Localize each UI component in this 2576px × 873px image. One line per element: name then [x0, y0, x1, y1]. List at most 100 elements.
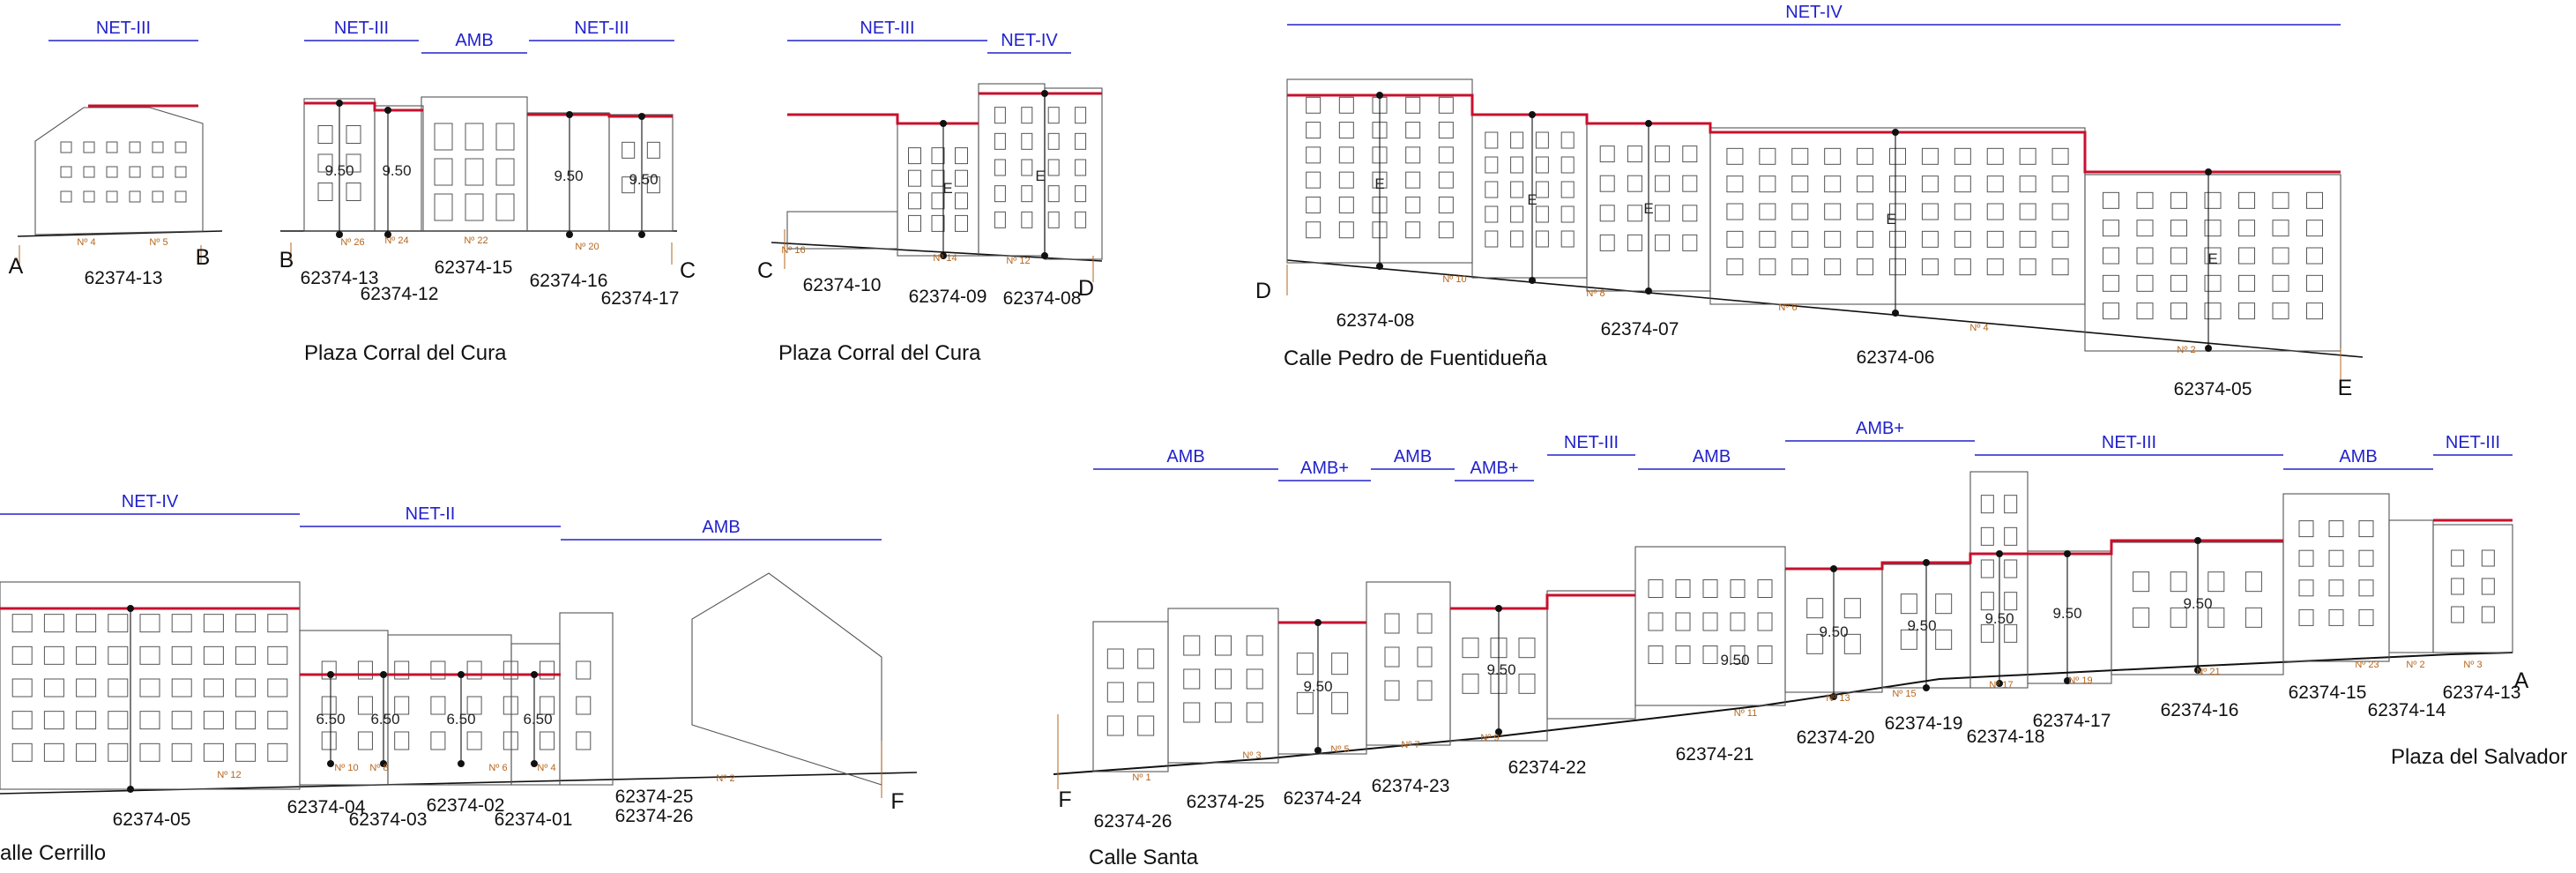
window [2136, 274, 2154, 292]
window [2204, 220, 2222, 237]
window [171, 742, 192, 762]
parcel-label: 62374-18 [1967, 727, 2045, 747]
window [2133, 607, 2150, 628]
street_number-label: Nº 14 [933, 253, 957, 264]
height-label: 6.50 [370, 711, 399, 728]
window [321, 731, 337, 750]
survey-point [336, 231, 343, 238]
window [1075, 185, 1087, 203]
window [2481, 578, 2495, 595]
street_number-label: Nº 4 [77, 237, 95, 248]
window [1791, 147, 1809, 165]
window [1791, 258, 1809, 276]
window [1726, 175, 1744, 193]
window [1405, 171, 1421, 189]
survey-point [127, 605, 134, 612]
parcel-label: 62374-15 [2289, 683, 2367, 703]
window [2170, 191, 2187, 209]
window [1510, 230, 1524, 248]
window [1384, 613, 1400, 634]
window [108, 678, 129, 698]
window [576, 660, 592, 680]
window [1921, 203, 1939, 220]
window [1075, 211, 1087, 228]
window [1702, 612, 1718, 631]
survey-point [380, 760, 387, 767]
window [495, 123, 515, 151]
window [1986, 258, 2004, 276]
zone-label: NET-II [406, 504, 456, 524]
window [955, 214, 968, 232]
parcel-label: 62374-14 [2368, 700, 2446, 720]
window [106, 166, 118, 178]
survey-point [384, 231, 391, 238]
window [1954, 203, 1971, 220]
window [171, 678, 192, 698]
window [1075, 107, 1087, 124]
survey-point [2194, 537, 2201, 544]
window [1599, 234, 1615, 251]
zone-label: AMB [1394, 447, 1432, 466]
window [2272, 220, 2289, 237]
window [2238, 220, 2255, 237]
height-label: 9.50 [629, 171, 658, 188]
window [1485, 181, 1499, 198]
window [1843, 633, 1861, 654]
survey-point [2064, 677, 2071, 684]
window [1306, 196, 1322, 213]
window [1405, 96, 1421, 114]
survey-point [2205, 168, 2212, 175]
max-height-line [1785, 539, 2283, 571]
zone-label: AMB+ [1300, 459, 1349, 478]
window [1338, 146, 1354, 164]
window [76, 645, 97, 665]
window [83, 166, 95, 178]
zone-label: NET-III [1564, 433, 1619, 452]
window [2328, 608, 2344, 626]
max-height-line [787, 113, 979, 125]
window [1485, 205, 1499, 223]
street-label: Plaza del Salvador [2391, 745, 2567, 769]
height-label: 6.50 [316, 711, 345, 728]
window [1648, 645, 1664, 664]
window [175, 166, 187, 178]
window [203, 614, 224, 633]
window [1757, 645, 1773, 664]
window [235, 645, 257, 665]
window [1889, 175, 1906, 193]
window [1560, 230, 1575, 248]
window [139, 645, 160, 665]
window [622, 176, 636, 194]
facade-outline [1366, 581, 1451, 746]
window [1560, 181, 1575, 198]
survey-point [1996, 680, 2003, 687]
window [1047, 107, 1060, 124]
survey-point [531, 760, 538, 767]
window [2136, 302, 2154, 320]
window [1900, 593, 1917, 615]
window [2004, 495, 2018, 514]
window [346, 153, 361, 173]
window [1047, 211, 1060, 228]
window [1627, 175, 1642, 192]
window [1510, 205, 1524, 223]
window [1183, 668, 1201, 690]
window [1857, 203, 1874, 220]
window [955, 192, 968, 210]
window [2170, 247, 2187, 265]
parcel-label: 62374-03 [349, 810, 428, 830]
parcel-label: 62374-05 [113, 810, 191, 830]
facade-outline [1092, 621, 1169, 772]
window [434, 193, 453, 221]
window [1438, 196, 1454, 213]
parcel-label: 62374-19 [1885, 713, 1963, 734]
street_number-label: Nº 12 [217, 770, 241, 780]
window [1675, 645, 1691, 664]
window [1980, 526, 1994, 546]
parcel-label: 62374-26 [1094, 811, 1173, 832]
window [466, 660, 482, 680]
window [1824, 175, 1842, 193]
window [1791, 203, 1809, 220]
window [1047, 132, 1060, 150]
